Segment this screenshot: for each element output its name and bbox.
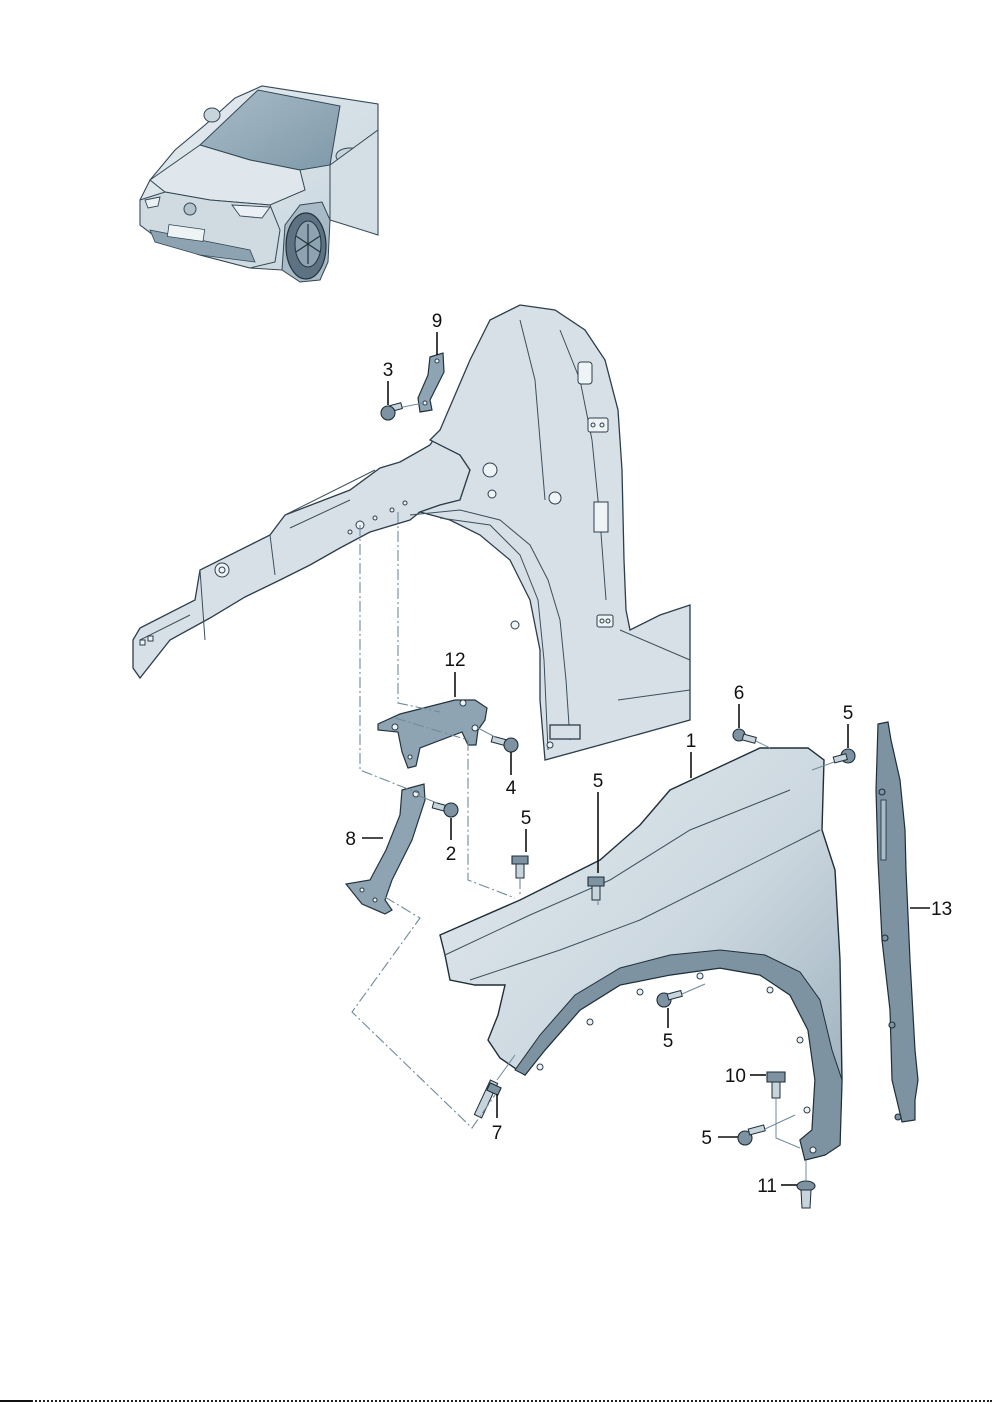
svg-text:3: 3 <box>383 360 394 381</box>
part-bolt-5-lower[interactable] <box>737 1124 766 1146</box>
svg-text:7: 7 <box>492 1123 503 1144</box>
svg-text:4: 4 <box>506 778 517 799</box>
svg-text:1: 1 <box>686 731 697 752</box>
assembly-line <box>416 794 438 804</box>
part-fender-1[interactable] <box>439 747 843 1161</box>
part-stud-7[interactable] <box>473 1079 502 1119</box>
svg-text:5: 5 <box>593 771 604 792</box>
svg-text:6: 6 <box>734 683 745 704</box>
callout-8: 8 <box>345 829 383 850</box>
svg-text:13: 13 <box>931 899 952 920</box>
assembly-line <box>496 1054 516 1081</box>
part-trim-strip-13[interactable] <box>875 721 919 1123</box>
callout-13: 13 <box>910 899 952 920</box>
svg-text:11: 11 <box>757 1176 777 1197</box>
svg-text:8: 8 <box>345 829 356 850</box>
part-bracket-12[interactable] <box>377 699 488 769</box>
callout-5-left-middle: 5 <box>521 808 532 852</box>
callout-12: 12 <box>444 650 466 697</box>
svg-text:12: 12 <box>444 650 465 671</box>
part-bolt-5-mid-b[interactable] <box>511 855 529 879</box>
callout-1: 1 <box>686 731 697 778</box>
vehicle-overview-illustration <box>139 85 379 283</box>
svg-text:5: 5 <box>701 1128 712 1149</box>
part-rivet-11[interactable] <box>796 1180 816 1209</box>
part-bolt-5-top-right[interactable] <box>832 748 856 764</box>
callout-3: 3 <box>383 360 394 405</box>
callout-7: 7 <box>492 1094 503 1144</box>
assembly-line <box>477 727 496 738</box>
part-bolt-6[interactable] <box>732 728 757 744</box>
assembly-lines-dashed <box>351 512 599 1129</box>
body-structure-illustration <box>132 304 691 761</box>
assembly-line <box>775 1098 801 1149</box>
svg-text:5: 5 <box>521 808 532 829</box>
callout-5-lower: 5 <box>701 1128 738 1149</box>
callout-11: 11 <box>757 1176 797 1197</box>
svg-text:10: 10 <box>725 1066 746 1087</box>
part-bolt-4[interactable] <box>490 735 519 753</box>
assembly-line <box>764 1114 796 1130</box>
callout-9: 9 <box>432 311 443 355</box>
callout-5-upper-middle: 5 <box>593 771 604 873</box>
callout-4: 4 <box>506 752 517 799</box>
svg-text:5: 5 <box>663 1031 674 1052</box>
part-bolt-2[interactable] <box>431 801 459 818</box>
footer-rule-solid <box>0 1400 32 1402</box>
assembly-line <box>755 740 771 749</box>
assembly-line <box>681 983 706 995</box>
callout-10: 10 <box>725 1066 766 1087</box>
part-bolt-5-mid-a[interactable] <box>587 876 605 901</box>
part-bolt-10[interactable] <box>766 1071 786 1099</box>
svg-text:5: 5 <box>843 703 854 724</box>
callout-2: 2 <box>446 818 457 865</box>
callout-5-top-right: 5 <box>843 703 854 748</box>
svg-text:2: 2 <box>446 844 457 865</box>
callout-5-wheel-arch: 5 <box>663 1008 674 1052</box>
part-bolt-5-arch[interactable] <box>656 989 683 1008</box>
part-bracket-8[interactable] <box>344 783 426 915</box>
callout-6: 6 <box>734 683 745 728</box>
part-bracket-9[interactable] <box>417 352 445 413</box>
footer-rule <box>0 1400 992 1404</box>
svg-text:9: 9 <box>432 311 443 332</box>
assembly-line <box>811 761 835 771</box>
part-bolt-3[interactable] <box>380 402 403 421</box>
